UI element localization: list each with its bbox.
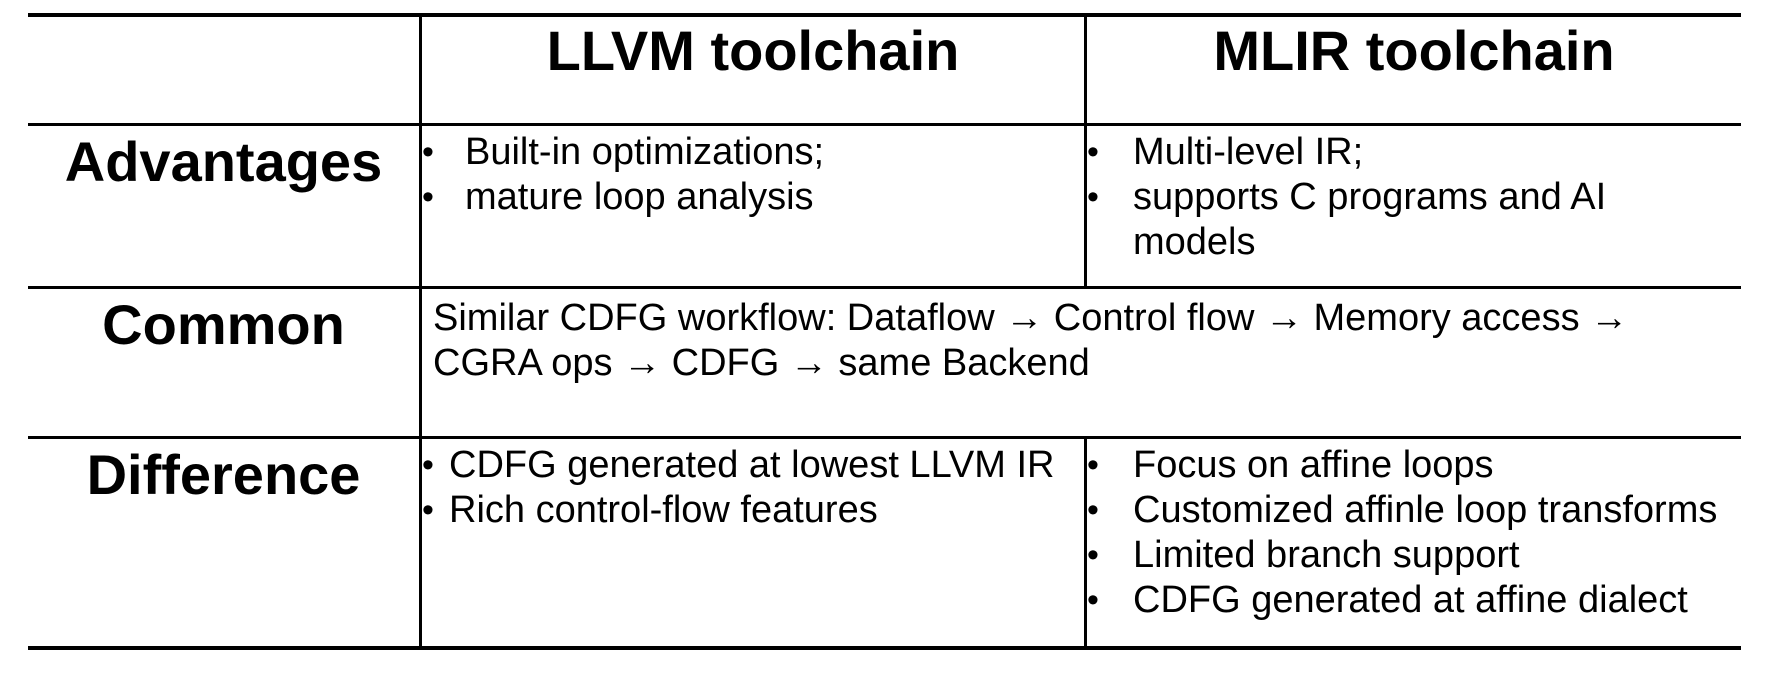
common-text-line: CGRA ops → CDFG → same Backend (433, 342, 1090, 384)
bullet-marker: • (422, 491, 434, 529)
bullet-marker: • (1087, 581, 1099, 619)
llvm-column-header: LLVM toolchain (419, 17, 1084, 123)
list-item-text: Rich control-flow features (449, 489, 878, 531)
difference-mlir-cell: • Focus on affine loops • Customized aff… (1084, 436, 1741, 646)
bullet-marker: • (422, 178, 434, 216)
difference-mlir-list: • Focus on affine loops • Customized aff… (1087, 439, 1741, 623)
bullet-marker: • (1087, 133, 1099, 171)
advantages-llvm-list: • Built-in optimizations; • mature loop … (422, 126, 1084, 220)
list-item-text: mature loop analysis (465, 176, 814, 218)
list-item: • CDFG generated at affine dialect (1087, 578, 1741, 623)
comparison-table-grid: LLVM toolchain MLIR toolchain Advantages… (28, 17, 1741, 646)
bullet-marker: • (1087, 178, 1099, 216)
list-item-text: Focus on affine loops (1133, 444, 1494, 486)
list-item-text: Limited branch support (1133, 534, 1520, 576)
bullet-marker: • (422, 446, 434, 484)
bullet-marker: • (1087, 491, 1099, 529)
list-item: • Built-in optimizations; (422, 130, 1084, 175)
bullet-marker: • (422, 133, 434, 171)
list-item-text: Built-in optimizations; (465, 131, 825, 173)
corner-cell (28, 17, 419, 123)
list-item-text: CDFG generated at affine dialect (1133, 579, 1688, 621)
row-label-advantages: Advantages (28, 123, 419, 286)
list-item: • Limited branch support (1087, 533, 1741, 578)
mlir-column-header: MLIR toolchain (1084, 17, 1741, 123)
advantages-llvm-cell: • Built-in optimizations; • mature loop … (419, 123, 1084, 286)
list-item-text: Customized affinle loop transforms (1133, 489, 1718, 531)
list-item-text: supports C programs and AI models (1133, 176, 1607, 263)
list-item: • supports C programs and AI models (1087, 175, 1741, 265)
list-item: • Customized affinle loop transforms (1087, 488, 1741, 533)
list-item: • Focus on affine loops (1087, 443, 1741, 488)
list-item-text: Multi-level IR; (1133, 131, 1364, 173)
difference-llvm-cell: • CDFG generated at lowest LLVM IR • Ric… (419, 436, 1084, 646)
list-item: • Multi-level IR; (1087, 130, 1741, 175)
common-text-line: Similar CDFG workflow: Dataflow → Contro… (433, 297, 1629, 339)
advantages-mlir-cell: • Multi-level IR; • supports C programs … (1084, 123, 1741, 286)
bullet-marker: • (1087, 446, 1099, 484)
row-label-common: Common (28, 286, 419, 436)
difference-llvm-list: • CDFG generated at lowest LLVM IR • Ric… (422, 439, 1084, 533)
list-item: • Rich control-flow features (422, 488, 1084, 533)
list-item: • mature loop analysis (422, 175, 1084, 220)
common-spanned-cell: Similar CDFG workflow: Dataflow → Contro… (419, 286, 1741, 436)
advantages-mlir-list: • Multi-level IR; • supports C programs … (1087, 126, 1741, 265)
comparison-table: LLVM toolchain MLIR toolchain Advantages… (28, 13, 1741, 650)
list-item-text: CDFG generated at lowest LLVM IR (449, 444, 1055, 486)
row-label-difference: Difference (28, 436, 419, 646)
list-item: • CDFG generated at lowest LLVM IR (422, 443, 1084, 488)
bullet-marker: • (1087, 536, 1099, 574)
